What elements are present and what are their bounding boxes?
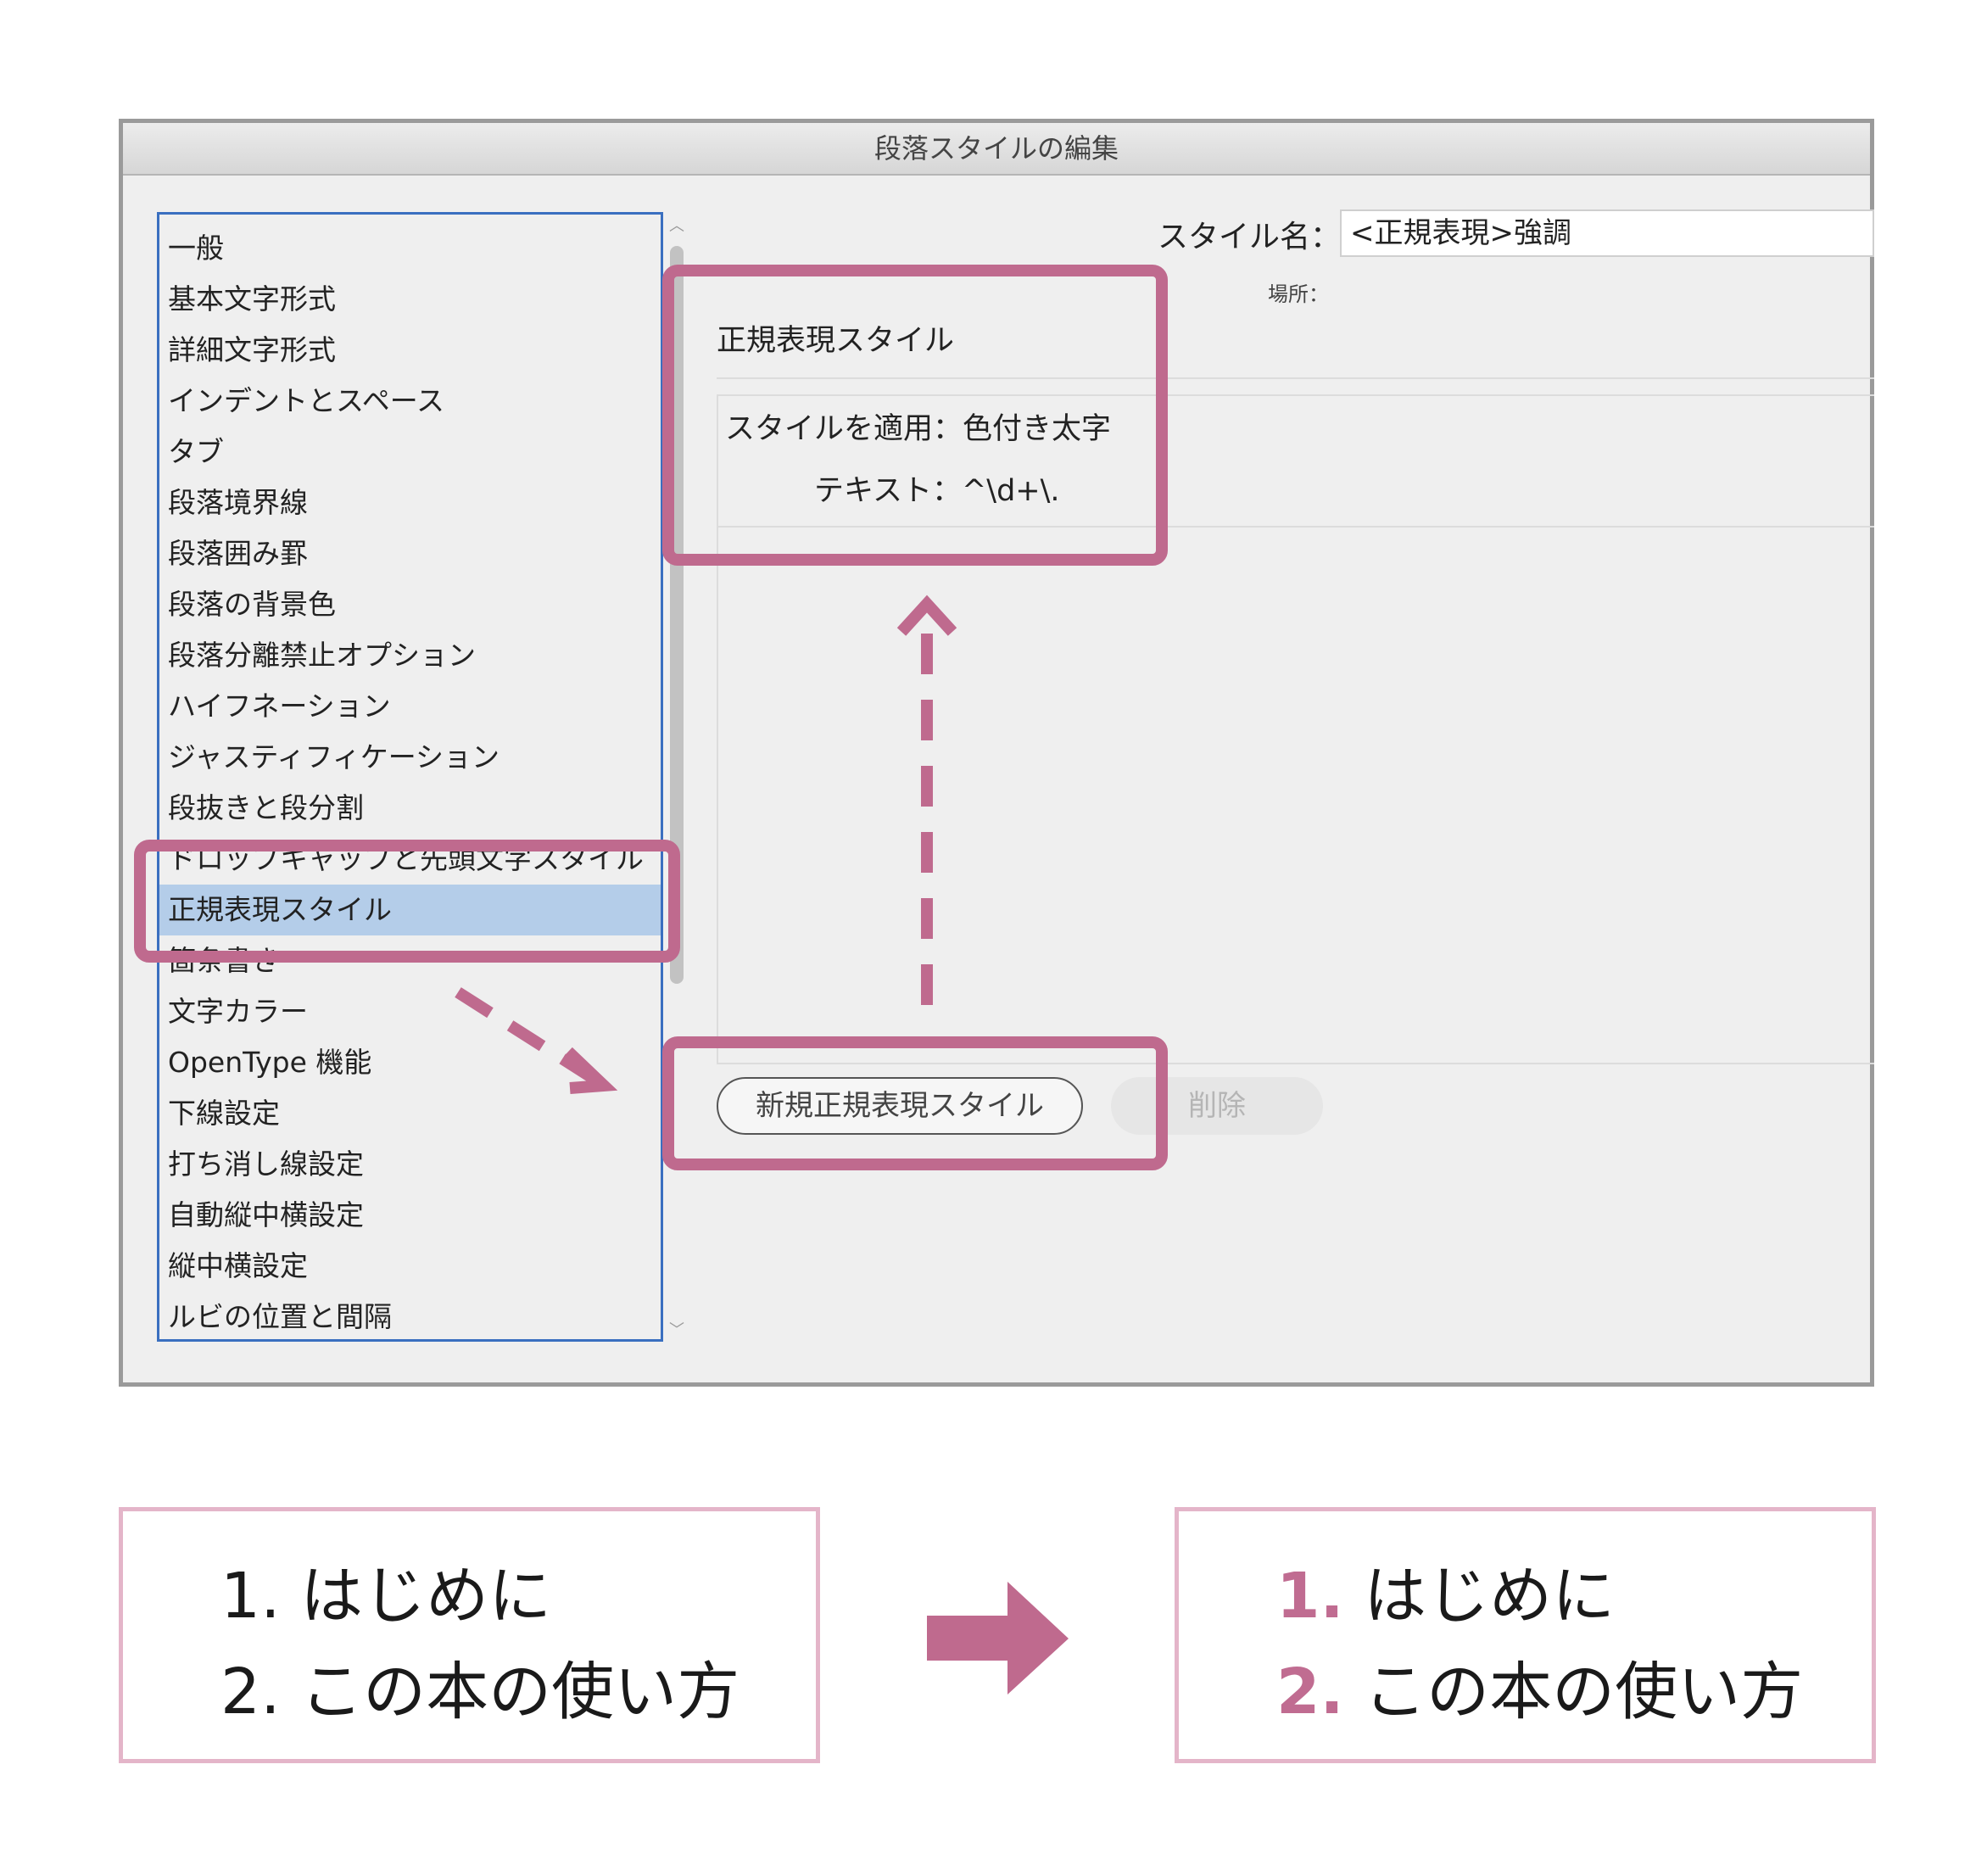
dashed-arrow-diagonal-icon — [455, 987, 618, 1094]
category-item[interactable]: 文字カラー — [168, 995, 308, 1028]
category-item[interactable]: 一般 — [168, 232, 224, 265]
category-item[interactable]: 基本文字形式 — [168, 282, 336, 315]
after-line-2-number: 2. — [1276, 1655, 1344, 1728]
location-label: 場所： — [1268, 282, 1329, 306]
apply-style-label: スタイルを適用： — [725, 412, 963, 446]
before-panel: 1. はじめに 2. この本の使い方 — [119, 1507, 820, 1763]
rules-box-top-border — [717, 394, 1874, 396]
delete-button[interactable]: 削除 — [1111, 1077, 1323, 1135]
before-line-1: 1. はじめに — [220, 1560, 552, 1633]
category-item[interactable]: 詳細文字形式 — [168, 333, 336, 366]
regex-rule-apply-style[interactable]: スタイルを適用：色付き太字 — [725, 405, 1111, 448]
new-regex-style-button[interactable]: 新規正規表現スタイル — [717, 1077, 1083, 1135]
category-item[interactable]: 段落の背景色 — [168, 588, 336, 621]
dashed-arrow-up-icon — [896, 595, 957, 1005]
before-line-2: 2. この本の使い方 — [220, 1655, 740, 1728]
section-title: 正規表現スタイル — [717, 324, 955, 358]
paragraph-style-dialog: 段落スタイルの編集 一般 基本文字形式 詳細文字形式 インデントとスペース タブ… — [119, 119, 1874, 1387]
dialog-title: 段落スタイルの編集 — [123, 123, 1870, 176]
rule-row-divider — [717, 526, 1874, 528]
category-item[interactable]: ルビの位置と間隔 — [168, 1300, 392, 1333]
after-line-1-text: はじめに — [1364, 1560, 1616, 1633]
style-name-label: スタイル名： — [1158, 220, 1342, 254]
category-item-selected[interactable]: 正規表現スタイル — [159, 885, 661, 935]
text-label: テキスト： — [814, 474, 962, 508]
scroll-down-icon[interactable]: ﹀ — [669, 1321, 684, 1339]
category-item[interactable]: 段落分離禁止オプション — [168, 639, 476, 672]
rules-box-bottom-border — [717, 1063, 1874, 1064]
right-arrow-icon — [927, 1582, 1069, 1695]
category-item[interactable]: ハイフネーション — [168, 690, 391, 723]
scroll-up-icon[interactable]: ︿ — [669, 217, 684, 235]
category-item[interactable]: インデントとスペース — [168, 384, 445, 417]
section-divider — [717, 377, 1874, 379]
category-item[interactable]: 段落囲み罫 — [168, 537, 308, 570]
after-line-1-number: 1. — [1276, 1560, 1344, 1633]
category-item[interactable]: タブ — [168, 435, 224, 468]
category-item[interactable]: 段落境界線 — [168, 486, 308, 519]
category-item[interactable]: OpenType 機能 — [168, 1046, 372, 1079]
category-item[interactable]: ジャスティフィケーション — [168, 740, 500, 773]
category-item[interactable]: 打ち消し線設定 — [168, 1147, 364, 1181]
after-line-2: 2. この本の使い方 — [1276, 1641, 1803, 1732]
after-line-2-text: この本の使い方 — [1364, 1655, 1804, 1728]
category-item[interactable]: 下線設定 — [168, 1097, 280, 1130]
style-name-input[interactable]: <正規表現>強調 — [1340, 209, 1874, 257]
after-line-1: 1. はじめに — [1276, 1545, 1615, 1636]
category-list[interactable]: 一般 基本文字形式 詳細文字形式 インデントとスペース タブ 段落境界線 段落囲… — [157, 212, 663, 1342]
rules-box-left-border — [717, 394, 718, 1064]
category-item[interactable]: 縦中横設定 — [168, 1249, 308, 1282]
category-item[interactable]: 自動縦中横設定 — [168, 1198, 364, 1231]
category-item[interactable]: 段抜きと段分割 — [168, 791, 364, 824]
regex-rule-text[interactable]: テキスト：^\d+\. — [814, 466, 1060, 510]
apply-style-value[interactable]: 色付き太字 — [963, 412, 1112, 446]
regex-text-value[interactable]: ^\d+\. — [961, 474, 1060, 508]
after-panel: 1. はじめに 2. この本の使い方 — [1175, 1507, 1876, 1763]
